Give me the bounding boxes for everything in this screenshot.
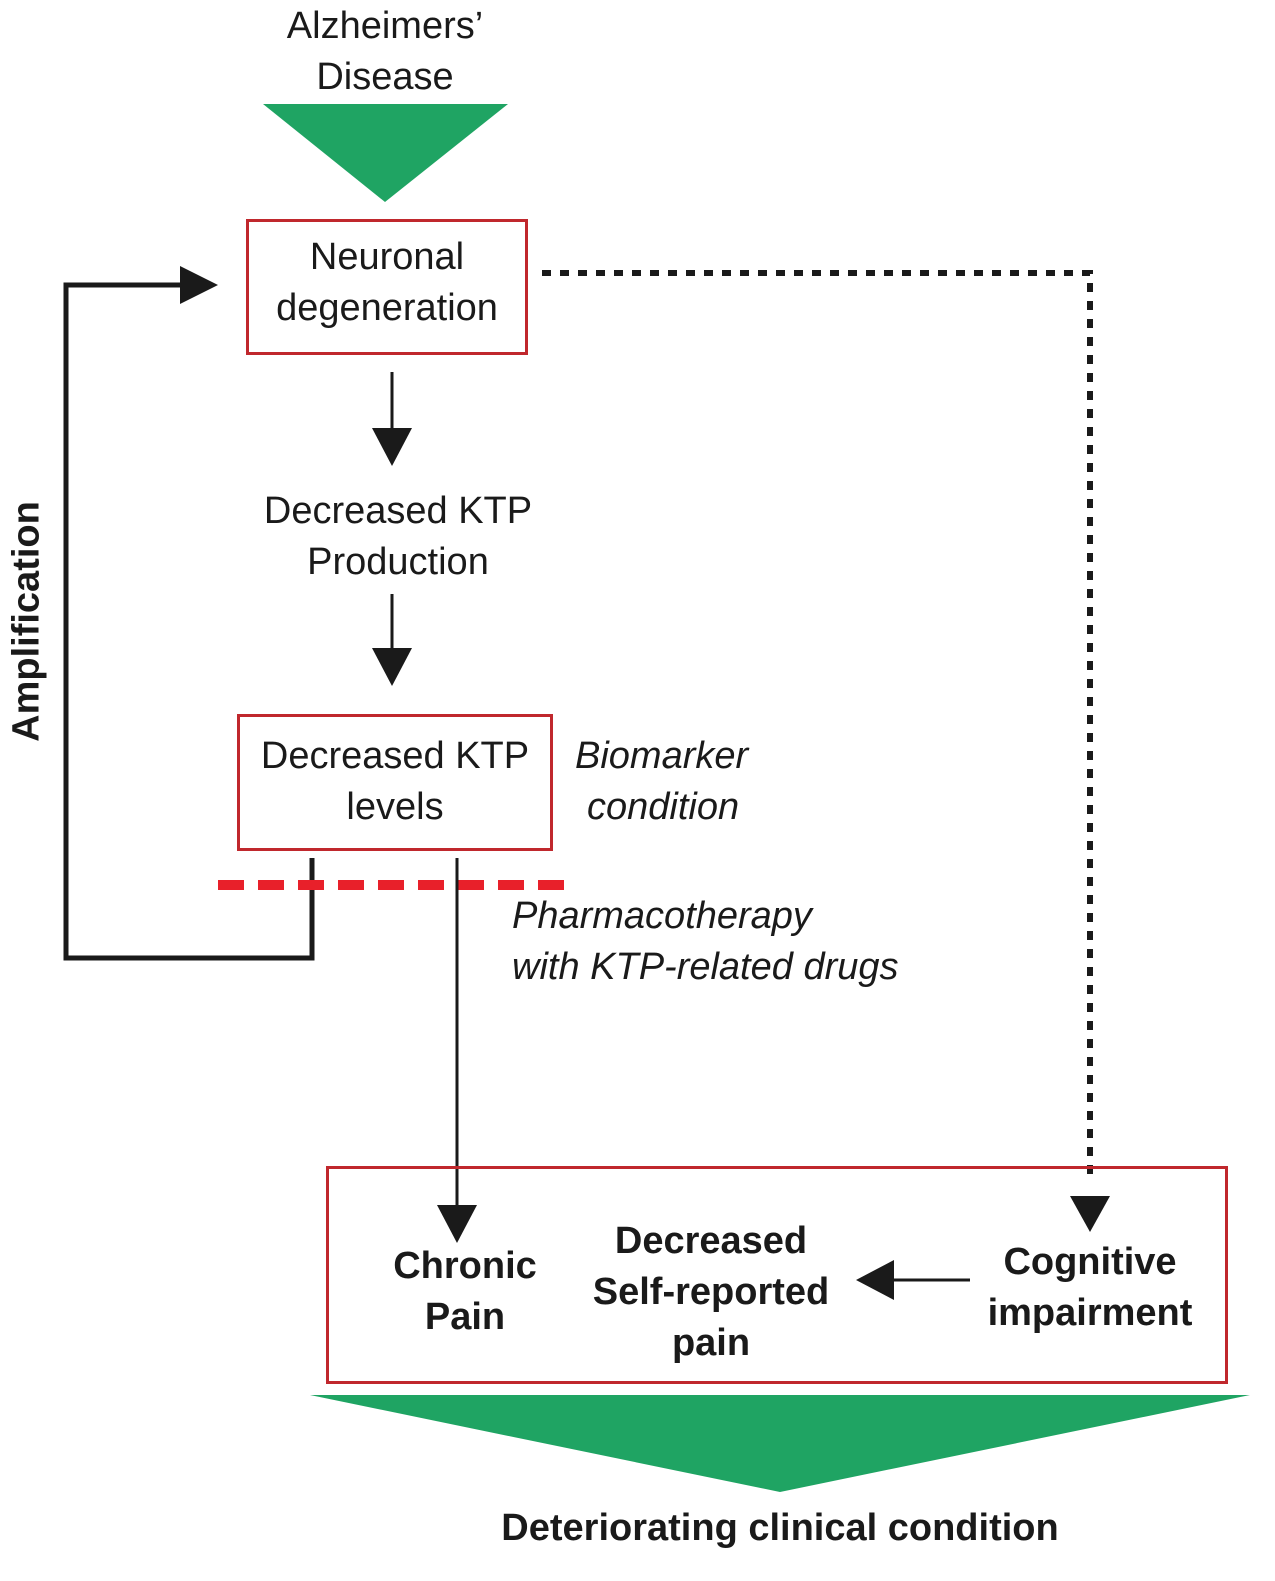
pharmaco-line2: with KTP-related drugs xyxy=(512,946,899,988)
selfreport-line3: pain xyxy=(671,1322,751,1364)
amplification-loop xyxy=(63,282,315,961)
production-line1: Decreased KTP xyxy=(263,490,533,532)
alzheimers-label: Alzheimers’ Disease xyxy=(240,1,530,103)
arrowhead-1 xyxy=(372,428,412,466)
dotted-path-to-cognitive xyxy=(542,270,1093,1180)
chronic-line2: Pain xyxy=(424,1296,506,1338)
neuronal-line1: Neuronal xyxy=(309,236,465,278)
cognitive-label: Cognitive impairment xyxy=(960,1237,1220,1339)
levels-box xyxy=(237,714,553,851)
levels-label: Decreased KTP levels xyxy=(237,731,553,833)
production-line2: Production xyxy=(307,541,489,583)
neuronal-line2: degeneration xyxy=(276,287,498,329)
chronic-line1: Chronic xyxy=(393,1245,537,1287)
neuronal-box xyxy=(246,219,528,355)
arrowhead-4 xyxy=(1070,1196,1110,1232)
amplification-arrowhead xyxy=(180,266,218,304)
arrowhead-2 xyxy=(372,648,412,686)
biomarker-line2: condition xyxy=(587,786,740,828)
arrowhead-5 xyxy=(856,1260,894,1300)
levels-line2: levels xyxy=(346,786,444,828)
input-triangle xyxy=(263,104,508,202)
outcome-triangle xyxy=(310,1395,1250,1492)
selfreport-label: Decreased Self-reported pain xyxy=(566,1216,856,1369)
selfreport-line1: Decreased xyxy=(614,1220,808,1262)
chronic-pain-label: Chronic Pain xyxy=(370,1241,560,1343)
pharmacotherapy-annotation: Pharmacotherapy with KTP-related drugs xyxy=(512,891,992,993)
neuronal-label: Neuronal degeneration xyxy=(246,232,528,334)
outcome-label: Deteriorating clinical condition xyxy=(501,1507,1059,1549)
cognitive-line2: impairment xyxy=(987,1292,1193,1334)
arrowhead-3 xyxy=(437,1205,477,1243)
amplification-label: Amplification xyxy=(5,501,48,742)
levels-line1: Decreased KTP xyxy=(260,735,530,777)
cognitive-line1: Cognitive xyxy=(1003,1241,1177,1283)
biomarker-line1: Biomarker xyxy=(575,735,749,777)
alzheimers-line2: Disease xyxy=(316,56,454,98)
alzheimers-line1: Alzheimers’ xyxy=(286,5,484,47)
pharmaco-line1: Pharmacotherapy xyxy=(512,895,812,937)
selfreport-line2: Self-reported xyxy=(592,1271,830,1313)
production-label: Decreased KTP Production xyxy=(228,486,568,588)
biomarker-annotation: Biomarker condition xyxy=(575,731,815,833)
outcome-box xyxy=(326,1166,1228,1384)
